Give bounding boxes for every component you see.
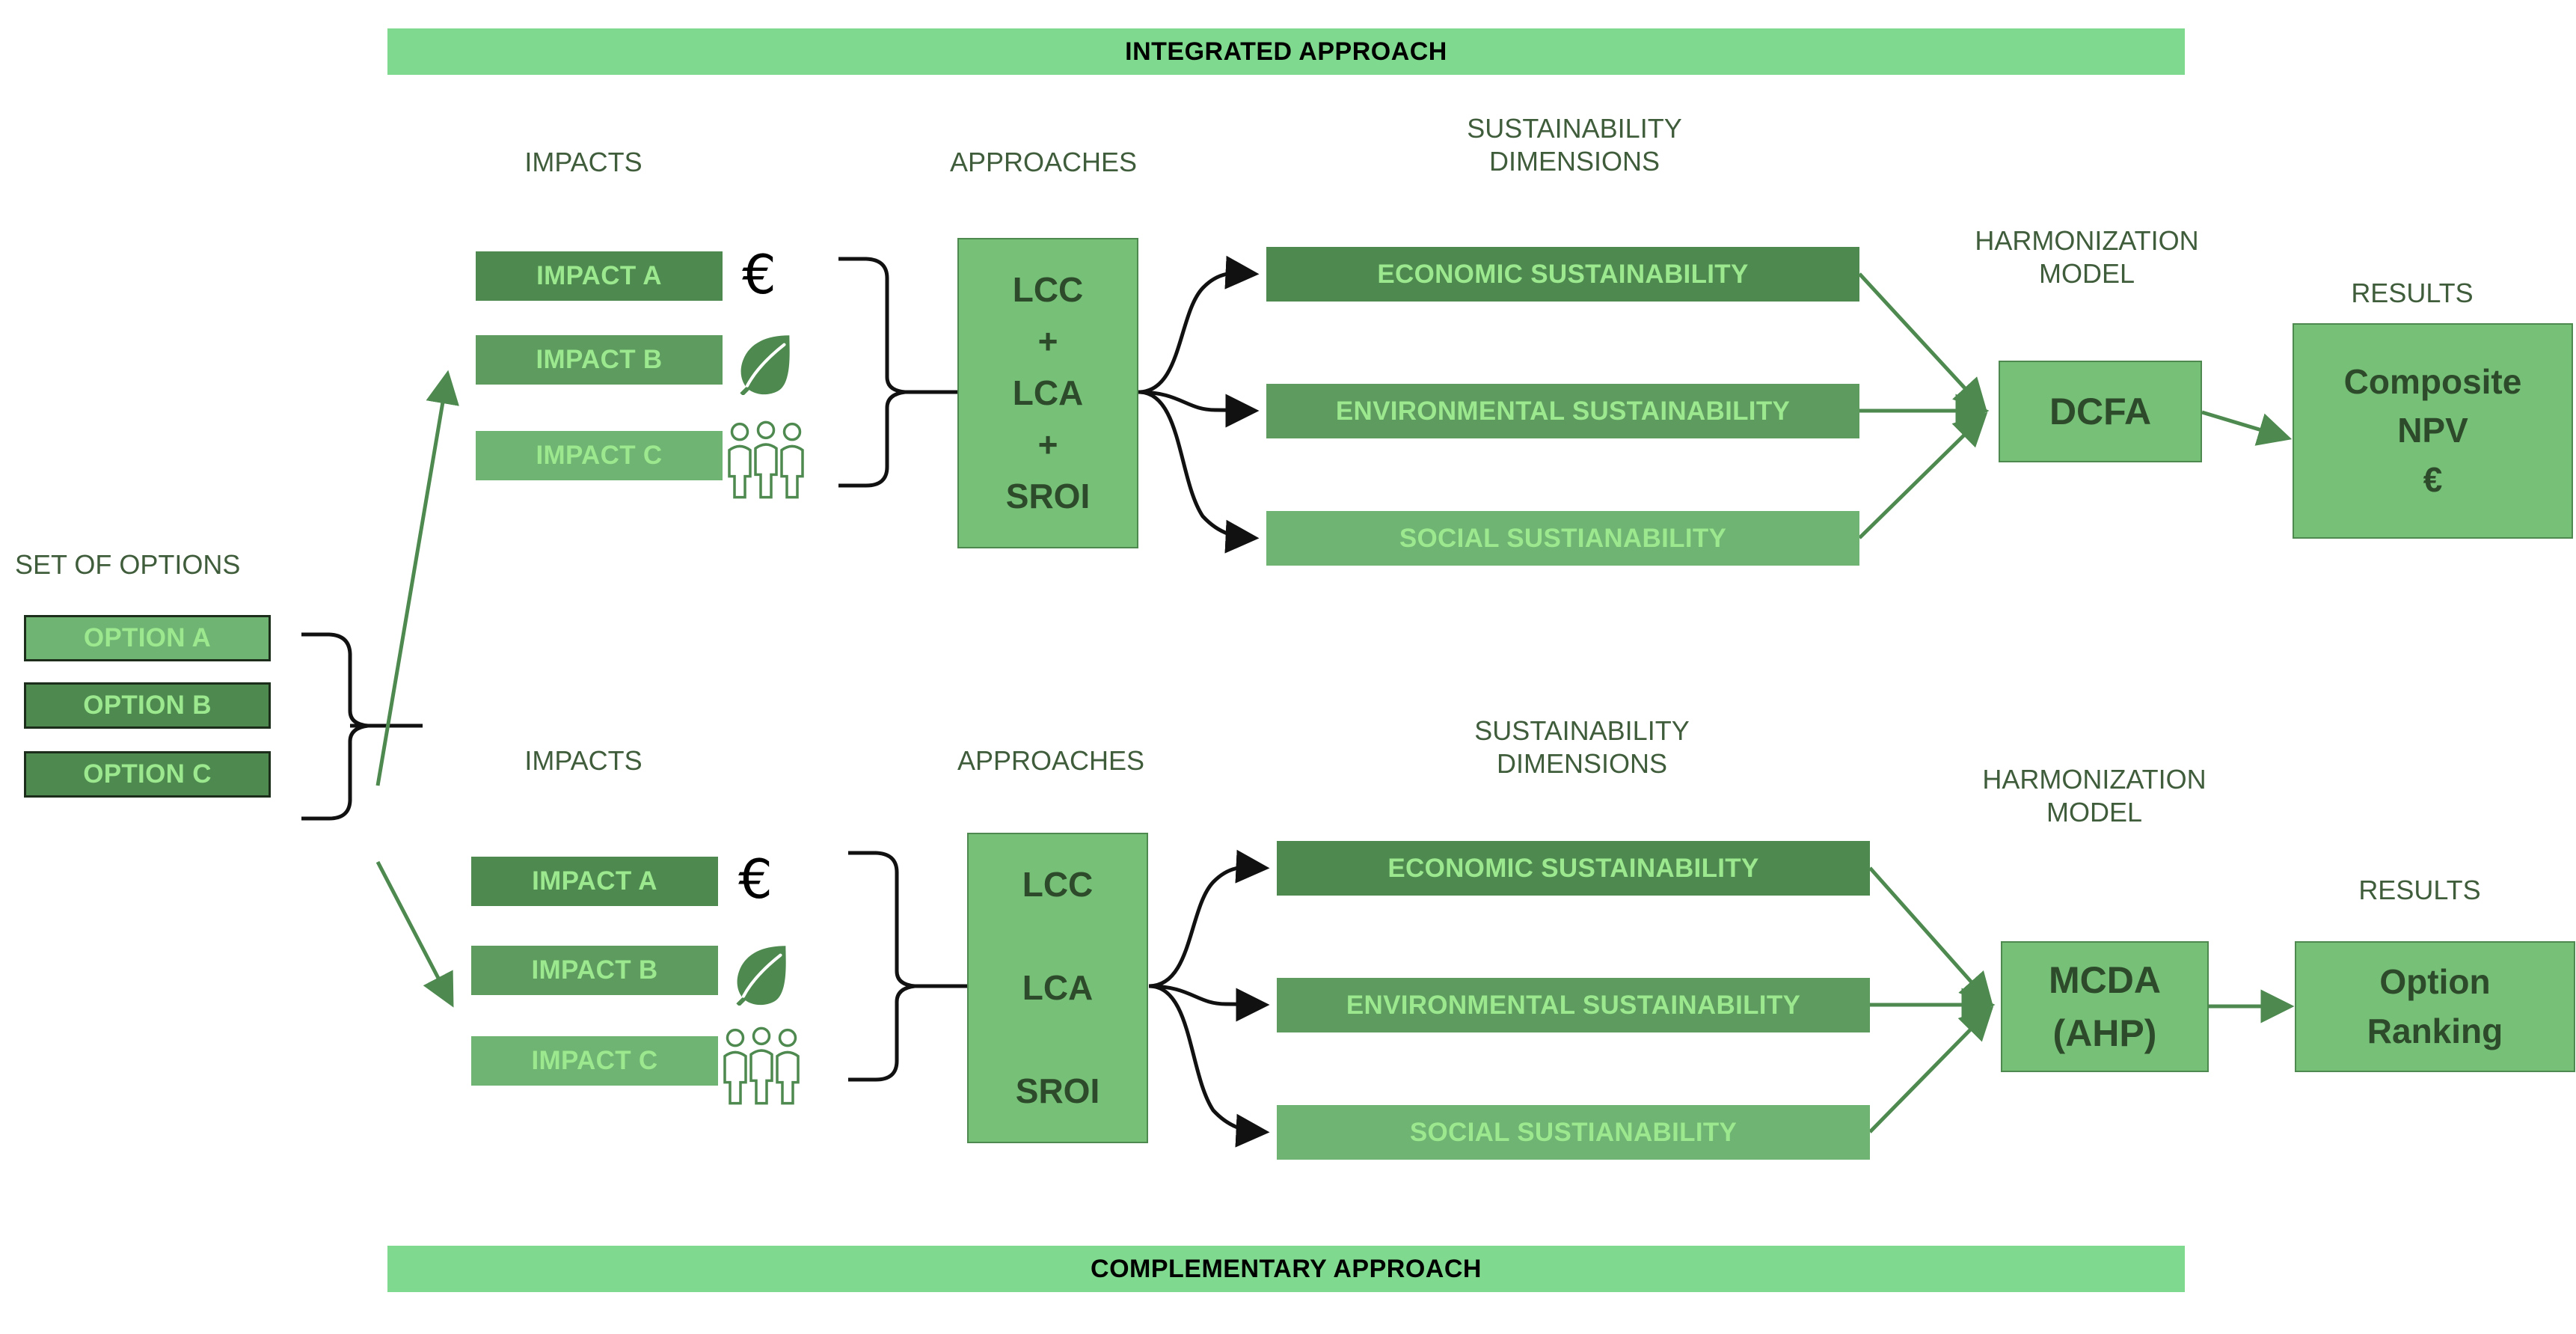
approach-to-environmental-top [1138, 390, 1260, 428]
leaf-icon [729, 328, 798, 397]
banner-integrated-approach: INTEGRATED APPROACH [387, 28, 2185, 75]
approaches-box-top[interactable]: LCC + LCA + SROI [957, 238, 1138, 548]
set-of-options-heading: SET OF OPTIONS [15, 549, 241, 580]
economic-to-mcda-bottom [1868, 866, 1993, 1007]
social-to-dcfa-top [1858, 411, 1988, 539]
sustainability-dimensions-heading-bottom: SUSTAINABILITY DIMENSIONS [1474, 715, 1690, 779]
dcfa-to-results-top [2201, 410, 2293, 446]
impact-c-box-bottom[interactable]: IMPACT C [471, 1036, 718, 1086]
social-sustainability-box-top[interactable]: SOCIAL SUSTIANABILITY [1266, 511, 1859, 566]
option-ranking-box[interactable]: Option Ranking [2295, 941, 2575, 1072]
approaches-box-bottom[interactable]: LCC LCA SROI [967, 833, 1148, 1143]
approach-to-economic-bottom [1148, 849, 1270, 988]
results-heading-bottom: RESULTS [2358, 875, 2481, 905]
leaf-icon [726, 938, 794, 1007]
economic-sustainability-box-bottom[interactable]: ECONOMIC SUSTAINABILITY [1277, 841, 1870, 896]
impact-b-box-top[interactable]: IMPACT B [476, 335, 723, 385]
options-to-bottom-arrow [375, 860, 454, 1008]
dcfa-box[interactable]: DCFA [1999, 361, 2202, 462]
euro-icon: € [742, 243, 776, 306]
impacts-heading-bottom: IMPACTS [524, 745, 643, 776]
approaches-heading-top: APPROACHES [949, 147, 1138, 177]
harmonization-model-heading-top: HARMONIZATION MODEL [1975, 225, 2199, 289]
impacts-brace-bottom [848, 851, 967, 1082]
impact-a-box-top[interactable]: IMPACT A [476, 251, 723, 301]
social-to-mcda-bottom [1868, 1006, 1994, 1133]
impacts-heading-top: IMPACTS [524, 147, 643, 177]
option-c-box[interactable]: OPTION C [24, 751, 271, 798]
impact-c-box-top[interactable]: IMPACT C [476, 431, 723, 480]
impact-b-box-bottom[interactable]: IMPACT B [471, 946, 718, 995]
results-heading-top: RESULTS [2351, 278, 2474, 308]
banner-complementary-approach: COMPLEMENTARY APPROACH [387, 1246, 2185, 1292]
euro-icon: € [738, 848, 773, 911]
approach-to-social-bottom [1148, 984, 1270, 1148]
composite-npv-box[interactable]: Composite NPV € [2293, 323, 2573, 539]
approach-to-social-top [1138, 390, 1260, 554]
approach-to-environmental-bottom [1148, 984, 1270, 1022]
sustainability-dimensions-heading-top: SUSTAINABILITY DIMENSIONS [1467, 113, 1682, 177]
mcda-ahp-box[interactable]: MCDA (AHP) [2001, 941, 2209, 1072]
options-brace [301, 632, 423, 821]
approach-to-economic-top [1138, 255, 1260, 394]
impacts-brace-top [838, 257, 957, 488]
option-a-box[interactable]: OPTION A [24, 615, 271, 661]
impact-a-box-bottom[interactable]: IMPACT A [471, 857, 718, 906]
economic-sustainability-box-top[interactable]: ECONOMIC SUSTAINABILITY [1266, 247, 1859, 302]
economic-to-dcfa-top [1858, 272, 1988, 413]
approaches-heading-bottom: APPROACHES [957, 745, 1145, 776]
people-icon [724, 419, 808, 500]
options-to-top-arrow [375, 370, 459, 786]
environmental-sustainability-box-bottom[interactable]: ENVIRONMENTAL SUSTAINABILITY [1277, 978, 1870, 1032]
environmental-sustainability-box-top[interactable]: ENVIRONMENTAL SUSTAINABILITY [1266, 384, 1859, 438]
harmonization-model-heading-bottom: HARMONIZATION MODEL [1982, 764, 2207, 827]
social-sustainability-box-bottom[interactable]: SOCIAL SUSTIANABILITY [1277, 1105, 1870, 1160]
people-icon [720, 1025, 803, 1106]
option-b-box[interactable]: OPTION B [24, 682, 271, 729]
